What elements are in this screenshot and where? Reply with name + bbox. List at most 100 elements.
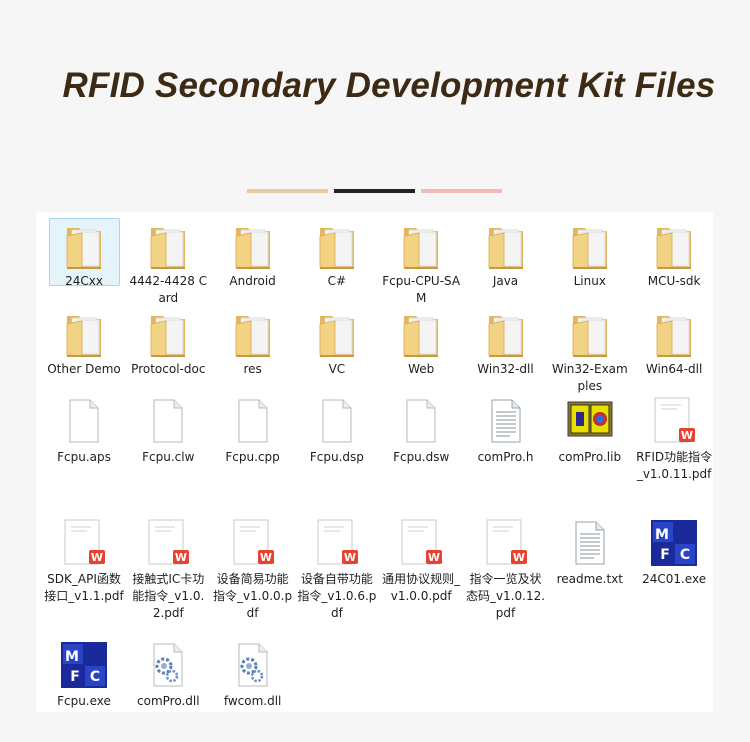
- file-item-v1-0-12-pdf[interactable]: W 指令一览及状态码_v1.0.12.pdf: [463, 512, 549, 622]
- file-item-label: 指令一览及状态码_v1.0.12.pdf: [465, 572, 546, 620]
- file-item-v1-0-6-pdf[interactable]: W 设备自带功能指令_v1.0.6.pdf: [294, 512, 380, 622]
- file-item-label: comPro.h: [477, 450, 534, 464]
- file-item-fcpu-cpu-sam[interactable]: Fcpu-CPU-SAM: [378, 214, 464, 307]
- pdf-icon: W: [294, 518, 380, 570]
- file-item-label: comPro.dll: [137, 694, 200, 708]
- file-item-label: 4442-4428 Card: [129, 274, 208, 305]
- mfc-exe-icon: M F C: [41, 640, 127, 692]
- svg-text:W: W: [344, 551, 356, 564]
- file-icon: [210, 396, 296, 448]
- file-item-fwcom-dll[interactable]: fwcom.dll: [210, 634, 296, 710]
- svg-text:M: M: [655, 527, 669, 543]
- folder-icon: [210, 308, 296, 360]
- file-item-v1-0-0-pdf[interactable]: W 设备简易功能指令_v1.0.0.pdf: [210, 512, 296, 622]
- folder-icon: [125, 308, 211, 360]
- file-item-protocol-doc[interactable]: Protocol-doc: [125, 302, 211, 378]
- pdf-icon: W: [125, 518, 211, 570]
- file-item-label: Fcpu.exe: [57, 694, 111, 708]
- folder-icon: [294, 308, 380, 360]
- file-item-label: 24C01.exe: [642, 572, 707, 586]
- file-item-fcpu-clw[interactable]: Fcpu.clw: [125, 390, 211, 466]
- file-item-label: Fcpu-CPU-SAM: [382, 274, 461, 305]
- file-item-fcpu-aps[interactable]: Fcpu.aps: [41, 390, 127, 466]
- folder-icon: [631, 308, 717, 360]
- file-item-label: Android: [229, 274, 276, 288]
- svg-text:W: W: [91, 551, 103, 564]
- file-item-label: 设备简易功能指令_v1.0.0.pdf: [213, 572, 293, 620]
- file-item-web[interactable]: Web: [378, 302, 464, 378]
- folder-icon: [547, 220, 633, 272]
- file-item-fcpu-dsp[interactable]: Fcpu.dsp: [294, 390, 380, 466]
- file-item-label: Win32-dll: [477, 362, 534, 376]
- svg-text:F: F: [70, 669, 80, 685]
- file-icon: [378, 396, 464, 448]
- file-icon: [41, 396, 127, 448]
- file-item-label: Protocol-doc: [131, 362, 206, 376]
- dll-gear-icon: [125, 640, 211, 692]
- file-item-win32-dll[interactable]: Win32-dll: [463, 302, 549, 378]
- file-item-label: res: [243, 362, 262, 376]
- accent-bars: [0, 189, 750, 193]
- file-item-win64-dll[interactable]: Win64-dll: [631, 302, 717, 378]
- file-item-label: Linux: [573, 274, 606, 288]
- file-item-fcpu-exe[interactable]: M F C Fcpu.exe: [41, 634, 127, 710]
- file-item-label: Java: [492, 274, 519, 288]
- svg-text:C: C: [90, 669, 100, 685]
- file-explorer-panel: 24Cxx 4442-4428 Card Android C# Fcpu-CPU…: [36, 212, 713, 712]
- file-item-compro-lib[interactable]: comPro.lib: [547, 390, 633, 466]
- file-item-fcpu-dsw[interactable]: Fcpu.dsw: [378, 390, 464, 466]
- folder-icon: [125, 220, 211, 272]
- svg-text:M: M: [65, 649, 79, 665]
- folder-icon: [294, 220, 380, 272]
- dll-gear-icon: [210, 640, 296, 692]
- file-item-android[interactable]: Android: [210, 214, 296, 290]
- accent-bar-pink: [421, 189, 502, 193]
- file-item-compro-dll[interactable]: comPro.dll: [125, 634, 211, 710]
- file-item-other-demo[interactable]: Other Demo: [41, 302, 127, 378]
- folder-icon: [547, 308, 633, 360]
- library-icon: [547, 396, 633, 448]
- file-item-mcu-sdk[interactable]: MCU-sdk: [631, 214, 717, 290]
- folder-icon: [210, 220, 296, 272]
- file-item-label: 设备自带功能指令_v1.0.6.pdf: [297, 572, 377, 620]
- file-icon: [294, 396, 380, 448]
- file-item-win32-examples[interactable]: Win32-Examples: [547, 302, 633, 395]
- svg-text:W: W: [512, 551, 524, 564]
- folder-icon: [41, 220, 127, 272]
- file-item-res[interactable]: res: [210, 302, 296, 378]
- svg-text:W: W: [175, 551, 187, 564]
- file-item-24cxx[interactable]: 24Cxx: [41, 214, 127, 290]
- folder-icon: [41, 308, 127, 360]
- svg-text:W: W: [428, 551, 440, 564]
- file-item-fcpu-cpp[interactable]: Fcpu.cpp: [210, 390, 296, 466]
- file-icon: [125, 396, 211, 448]
- file-item-rfid-v1-0-11-pdf[interactable]: W RFID功能指令_v1.0.11.pdf: [631, 390, 717, 483]
- file-item-c[interactable]: C#: [294, 214, 380, 290]
- file-item-label: Win64-dll: [645, 362, 703, 376]
- file-item-linux[interactable]: Linux: [547, 214, 633, 290]
- svg-text:W: W: [260, 551, 272, 564]
- file-item-label: RFID功能指令_v1.0.11.pdf: [636, 450, 713, 481]
- file-item-compro-h[interactable]: comPro.h: [463, 390, 549, 466]
- pdf-icon: W: [631, 396, 717, 448]
- accent-bar-black: [334, 189, 415, 193]
- folder-icon: [463, 308, 549, 360]
- file-item-label: Fcpu.dsp: [309, 450, 364, 464]
- svg-text:C: C: [680, 547, 690, 563]
- file-item-label: VC: [328, 362, 346, 376]
- file-item-java[interactable]: Java: [463, 214, 549, 290]
- file-item-label: Fcpu.clw: [142, 450, 195, 464]
- file-item-readme-txt[interactable]: readme.txt: [547, 512, 633, 588]
- text-file-icon: [463, 396, 549, 448]
- text-file-icon: [547, 518, 633, 570]
- mfc-exe-icon: M F C: [631, 518, 717, 570]
- file-item-24c01-exe[interactable]: M F C 24C01.exe: [631, 512, 717, 588]
- svg-text:W: W: [681, 429, 693, 442]
- file-item-label: readme.txt: [556, 572, 623, 586]
- pdf-icon: W: [41, 518, 127, 570]
- file-item-vc[interactable]: VC: [294, 302, 380, 378]
- file-item-4442-4428-card[interactable]: 4442-4428 Card: [125, 214, 211, 307]
